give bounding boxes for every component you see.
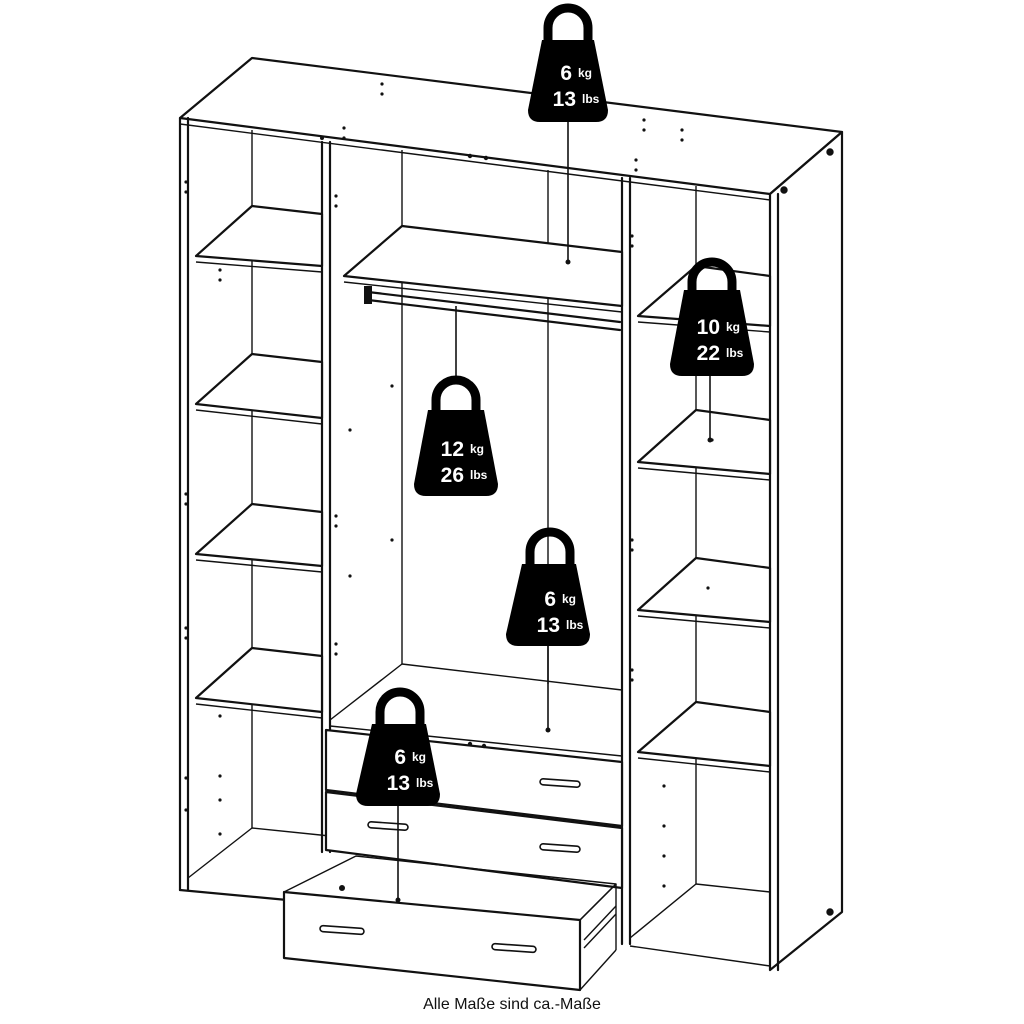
fitting-holes [184,82,834,916]
weight-lbs-value: 26 [441,464,464,487]
weight-kg-unit: kg [412,750,426,764]
weight-indicator-right-shelf: 10 kg 22 lbs [670,257,754,443]
drawer-2 [324,790,624,890]
weight-lbs-value: 13 [387,772,410,795]
weight-icon [414,410,498,496]
weight-lbs-unit: lbs [726,346,744,360]
clothes-rail [364,286,622,332]
weight-lbs-value: 13 [537,614,560,637]
weight-kg-value: 12 [441,438,464,461]
weight-kg-unit: kg [470,442,484,456]
weight-kg-unit: kg [726,320,740,334]
weight-kg-value: 6 [544,588,556,611]
weight-lbs-unit: lbs [566,618,584,632]
weight-icon [528,40,608,122]
weight-kg-value: 6 [394,746,406,769]
weight-kg-unit: kg [562,592,576,606]
weight-lbs-unit: lbs [582,92,600,106]
weight-indicator-rail: 12 kg 26 lbs [414,306,498,496]
drawers [282,728,624,992]
weight-icon [506,564,590,646]
weight-icon [670,290,754,376]
weight-indicator-bottom-shelf: 6 kg 13 lbs [506,527,590,733]
weight-indicator-drawer: 6 kg 13 lbs [356,687,440,903]
weight-lbs-value: 13 [553,88,576,111]
weight-kg-value: 6 [560,62,572,85]
left-shelves [194,204,324,719]
weight-lbs-value: 22 [697,342,720,365]
weight-kg-value: 10 [697,316,720,339]
weight-indicator-top: 6 kg 13 lbs [528,3,608,265]
drawer-3-open [282,855,617,992]
caption: Alle Maße sind ca.-Maße [423,996,601,1013]
weight-lbs-unit: lbs [416,776,434,790]
hat-shelf [342,224,624,332]
weight-kg-unit: kg [578,66,592,80]
weight-lbs-unit: lbs [470,468,488,482]
weight-icon [356,724,440,806]
right-shelves [636,264,772,773]
